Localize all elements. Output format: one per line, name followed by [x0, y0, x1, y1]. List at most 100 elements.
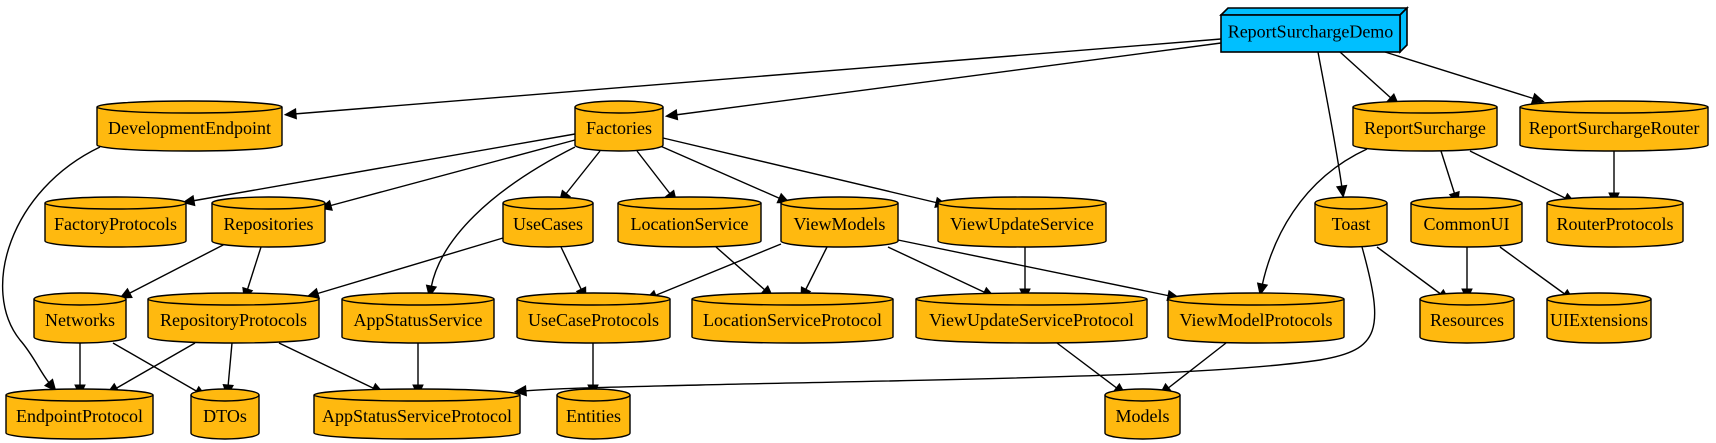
edge-line: [1339, 51, 1393, 100]
cylinder-rim: [33, 298, 127, 306]
node-router-protocols[interactable]: RouterProtocols: [1546, 196, 1684, 248]
node-view-model-protocols[interactable]: ViewModelProtocols: [1167, 292, 1345, 344]
edge-line: [278, 342, 376, 390]
node-factory-protocols[interactable]: FactoryProtocols: [44, 196, 187, 248]
box-side: [1399, 6, 1408, 54]
node-resources[interactable]: Resources: [1419, 292, 1515, 344]
edge-line: [653, 243, 782, 297]
node-app-status-service[interactable]: AppStatusService: [341, 292, 495, 344]
edge-line: [328, 139, 576, 207]
node-endpoint-protocol[interactable]: EndpointProtocol: [5, 388, 154, 440]
cylinder-rim: [1167, 298, 1345, 306]
cylinder-rim: [5, 394, 154, 402]
node-use-cases[interactable]: UseCases: [502, 196, 594, 248]
node-label: ViewModelProtocols: [1180, 310, 1333, 330]
node-label: RepositoryProtocols: [160, 310, 307, 330]
node-entities[interactable]: Entities: [556, 388, 631, 440]
cylinder-rim: [1419, 298, 1515, 306]
node-label: EndpointProtocol: [16, 406, 143, 426]
cylinder-body: [617, 196, 762, 248]
cylinder-body: [1167, 292, 1345, 344]
node-label: CommonUI: [1423, 214, 1509, 234]
node-label: ReportSurcharge: [1364, 118, 1486, 138]
cylinder-rim: [313, 394, 521, 402]
arrowhead: [664, 108, 679, 121]
node-view-update-service[interactable]: ViewUpdateService: [937, 196, 1107, 248]
node-label: UIExtensions: [1550, 310, 1648, 330]
cylinder-rim: [96, 106, 283, 114]
cylinder-body: [516, 292, 671, 344]
edge-line: [430, 146, 576, 289]
cylinder-body: [1314, 196, 1388, 248]
node-repository-protocols[interactable]: RepositoryProtocols: [147, 292, 320, 344]
edge-line: [523, 246, 1376, 392]
edge-line: [1166, 342, 1227, 390]
node-label: ViewModels: [794, 214, 886, 234]
edge-line: [564, 150, 601, 196]
cylinder-rim: [190, 394, 260, 402]
cylinder-rim: [1519, 106, 1709, 114]
cylinder-rim: [617, 202, 762, 210]
cylinder-body: [1352, 100, 1498, 152]
cylinder-body: [313, 388, 521, 440]
node-view-update-service-protocol[interactable]: ViewUpdateServiceProtocol: [915, 292, 1148, 344]
node-app-status-service-protocol[interactable]: AppStatusServiceProtocol: [313, 388, 521, 440]
cylinder-rim: [1352, 106, 1498, 114]
cylinder-body: [691, 292, 894, 344]
cylinder-body: [780, 196, 899, 248]
arrowhead: [1335, 184, 1348, 199]
edge-line: [1384, 51, 1536, 100]
cylinder-rim: [1546, 202, 1684, 210]
edge-line: [804, 246, 828, 292]
cylinder-body: [44, 196, 187, 248]
cylinder-body: [937, 196, 1107, 248]
edge-line: [1499, 246, 1567, 296]
edge-report-surcharge-demo-to-development-endpoint: [283, 38, 1222, 120]
node-models[interactable]: Models: [1104, 388, 1181, 440]
edge-report-surcharge-demo-to-factories: [664, 42, 1222, 121]
box-front: [1220, 14, 1401, 53]
cylinder-body: [556, 388, 631, 440]
cylinder-rim: [691, 298, 894, 306]
cylinder-rim: [147, 298, 320, 306]
edge-line: [1376, 246, 1443, 296]
cylinder-body: [1104, 388, 1181, 440]
cylinder-rim: [1410, 202, 1523, 210]
node-label: AppStatusService: [354, 310, 483, 330]
node-dtos[interactable]: DTOs: [190, 388, 260, 440]
edge-line: [112, 342, 199, 393]
edge-line: [1317, 51, 1343, 189]
node-report-surcharge-demo[interactable]: ReportSurchargeDemo: [1219, 6, 1409, 54]
node-report-surcharge[interactable]: ReportSurcharge: [1352, 100, 1498, 152]
edge-line: [674, 42, 1222, 116]
node-networks[interactable]: Networks: [33, 292, 127, 344]
edge-report-surcharge-demo-to-toast: [1317, 51, 1348, 199]
edge-line: [315, 237, 504, 295]
node-label: FactoryProtocols: [54, 214, 177, 234]
cylinder-rim: [44, 202, 187, 210]
cylinder-body: [915, 292, 1148, 344]
node-location-service[interactable]: LocationService: [617, 196, 762, 248]
node-label: DevelopmentEndpoint: [108, 118, 271, 138]
node-label: Factories: [586, 118, 652, 138]
edge-line: [227, 342, 233, 388]
node-repositories[interactable]: Repositories: [211, 196, 326, 248]
node-use-case-protocols[interactable]: UseCaseProtocols: [516, 292, 671, 344]
node-development-endpoint[interactable]: DevelopmentEndpoint: [96, 100, 283, 152]
edge-line: [662, 137, 939, 204]
cylinder-rim: [341, 298, 495, 306]
node-factories[interactable]: Factories: [574, 100, 664, 152]
node-toast[interactable]: Toast: [1314, 196, 1388, 248]
node-location-service-protocol[interactable]: LocationServiceProtocol: [691, 292, 894, 344]
cylinder-rim: [1314, 202, 1388, 210]
node-view-models[interactable]: ViewModels: [780, 196, 899, 248]
cylinder-rim: [516, 298, 671, 306]
node-common-ui[interactable]: CommonUI: [1410, 196, 1523, 248]
cylinder-rim: [1546, 298, 1652, 306]
arrowhead: [43, 378, 57, 392]
arrowhead: [283, 108, 297, 120]
node-report-surcharge-router[interactable]: ReportSurchargeRouter: [1519, 100, 1709, 152]
node-ui-extensions[interactable]: UIExtensions: [1546, 292, 1652, 344]
cylinder-rim: [502, 202, 594, 210]
cylinder-body: [1519, 100, 1709, 152]
